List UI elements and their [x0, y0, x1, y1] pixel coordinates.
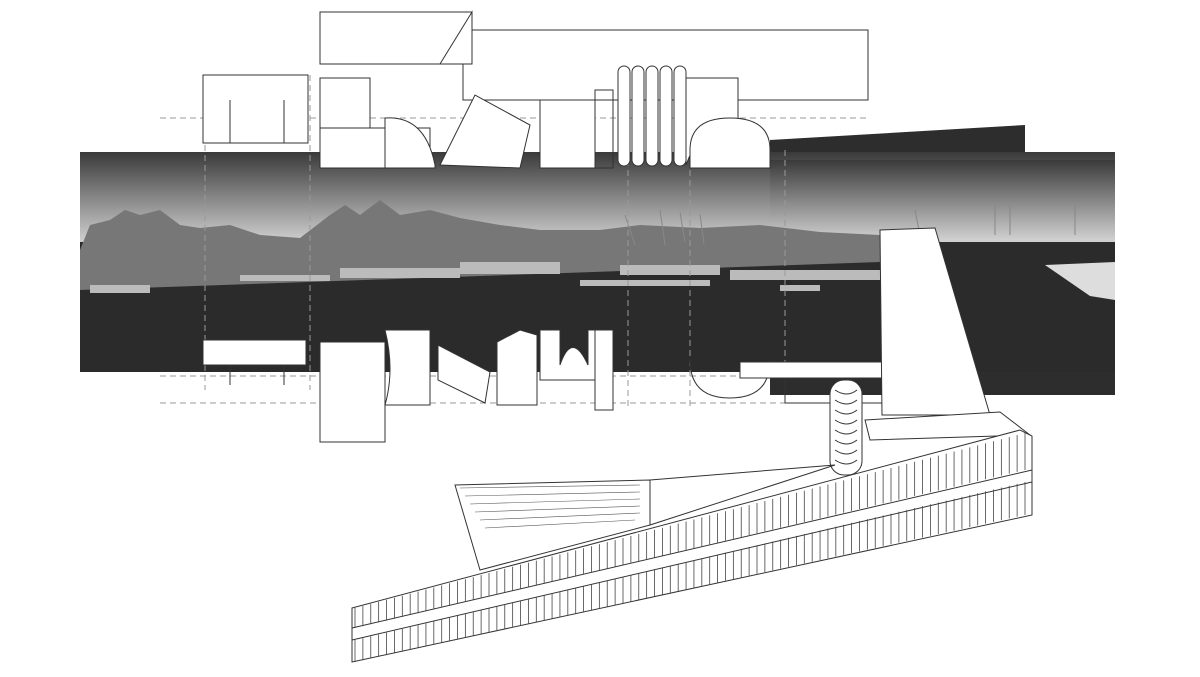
- arched-columns: [617, 65, 687, 167]
- spiral-stair: [829, 379, 863, 476]
- lower-elevation: [202, 227, 991, 443]
- pier: [1045, 262, 1115, 300]
- upper-elevation: [202, 10, 869, 169]
- ramp-structure: [351, 411, 1033, 663]
- cranes: [624, 205, 1076, 246]
- marina-boats: [90, 262, 880, 293]
